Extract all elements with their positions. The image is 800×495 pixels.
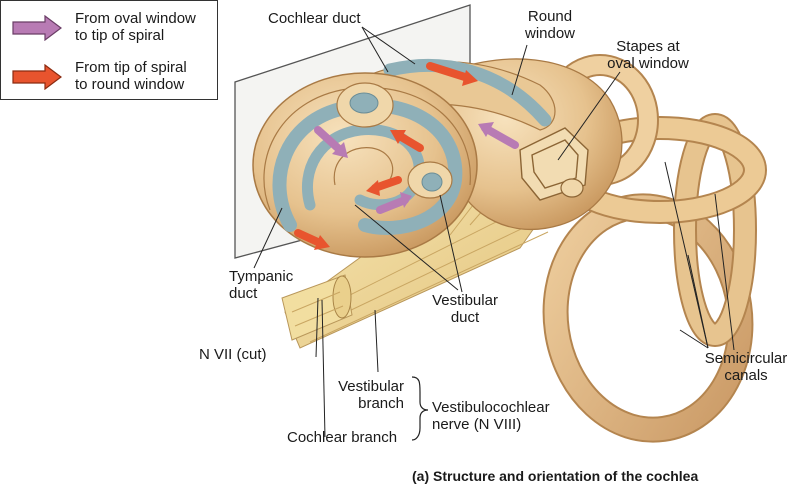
label-cochlear-duct: Cochlear duct — [268, 10, 361, 27]
legend-item-purple: From oval window to tip of spiral — [11, 10, 216, 50]
label-stapes-line2: oval window — [607, 55, 689, 72]
label-semicircular-canals: Semicircular canals — [694, 350, 798, 384]
facial-nerve-cut — [281, 274, 353, 341]
label-vestibulocochlear-line1: Vestibulocochlear — [432, 399, 550, 416]
legend-orange-line2: to round window — [75, 76, 185, 93]
label-stapes-line1: Stapes at — [616, 38, 680, 55]
stapes — [519, 127, 589, 201]
label-tympanic-duct: Tympanic duct — [229, 268, 293, 302]
label-vestibular-branch-line1: Vestibular — [338, 378, 404, 395]
label-round-window: Round window — [506, 8, 594, 42]
leader-lines — [253, 26, 735, 438]
label-vestibular-duct-line1: Vestibular — [432, 292, 498, 309]
flow-arrows — [294, 62, 519, 250]
orange-arrow-icon — [12, 64, 62, 90]
legend-item-orange-label: From tip of spiral to round window — [75, 59, 187, 93]
label-tympanic-line1: Tympanic — [229, 268, 294, 285]
label-n-vii: N VII (cut) — [199, 346, 267, 363]
label-tympanic-line2: duct — [229, 285, 258, 302]
legend-purple-line1: From oval window — [75, 10, 196, 27]
legend-purple-line2: to tip of spiral — [75, 27, 165, 44]
purple-arrow-icon — [12, 15, 62, 41]
cochlea-spiral — [252, 72, 478, 258]
legend: From oval window to tip of spiral From t… — [0, 0, 218, 100]
label-vestibular-branch: Vestibular branch — [324, 378, 404, 412]
figure-caption: (a) Structure and orientation of the coc… — [412, 468, 699, 484]
label-round-window-line2: window — [524, 25, 576, 42]
label-vestibular-duct-line2: duct — [450, 309, 480, 326]
label-stapes: Stapes at oval window — [598, 38, 698, 72]
label-semicircular-line1: Semicircular — [704, 350, 788, 367]
legend-orange-line1: From tip of spiral — [75, 59, 187, 76]
label-vestibulocochlear-line2: nerve (N VIII) — [432, 416, 522, 433]
label-round-window-line1: Round — [527, 8, 573, 25]
label-cochlear-branch: Cochlear branch — [287, 429, 398, 446]
label-semicircular-line2: canals — [724, 367, 768, 384]
label-vestibular-branch-line2: branch — [358, 395, 404, 412]
label-vestibulocochlear-nerve: Vestibulocochlear nerve (N VIII) — [432, 399, 550, 433]
legend-item-purple-label: From oval window to tip of spiral — [75, 10, 196, 44]
label-vestibular-duct: Vestibular duct — [420, 292, 510, 326]
nerve-brace — [411, 376, 429, 441]
legend-item-orange: From tip of spiral to round window — [11, 59, 216, 99]
